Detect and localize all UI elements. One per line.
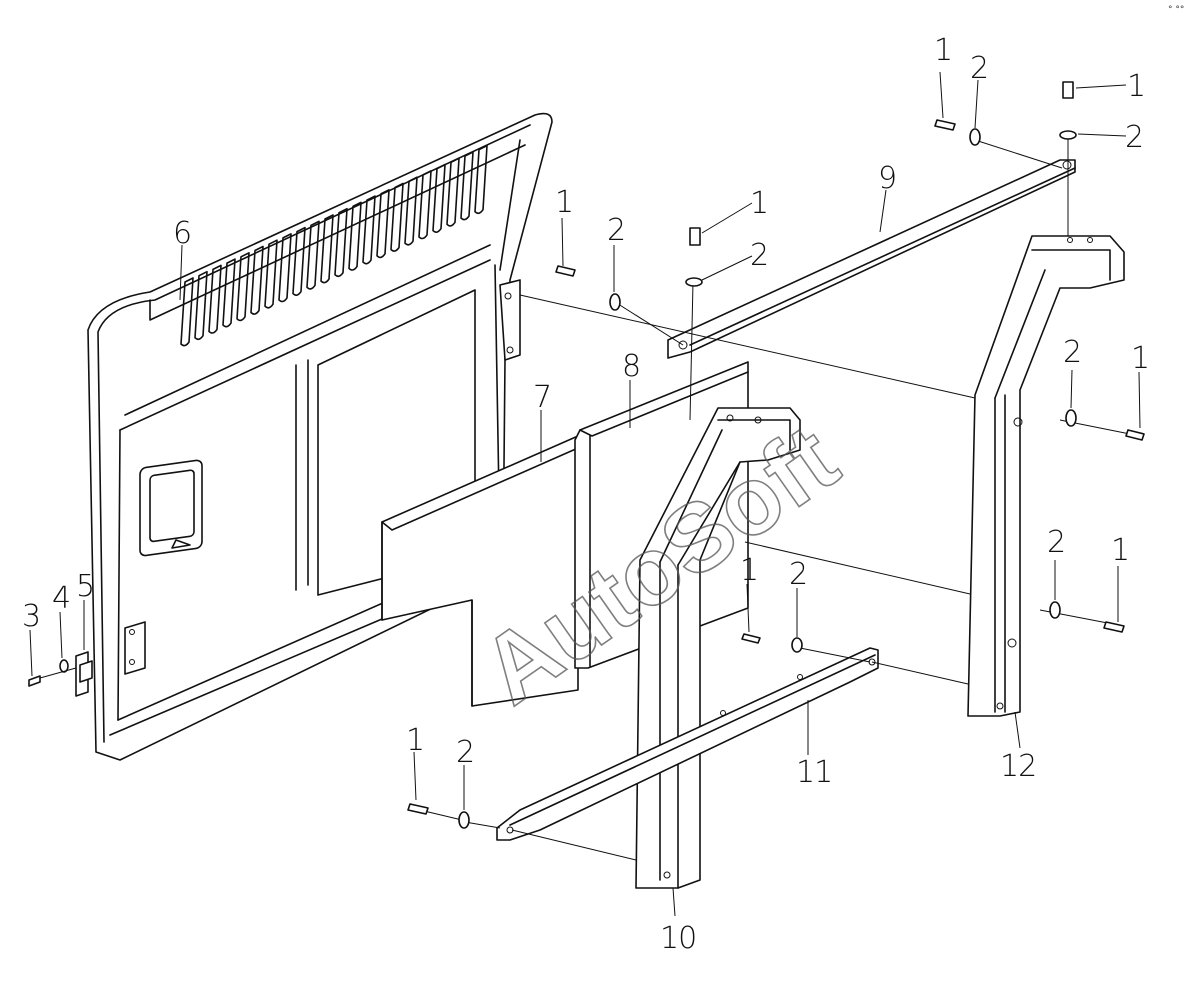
callout-7: 7 — [533, 380, 551, 415]
washer-2 — [1059, 130, 1077, 140]
bolt-1 — [407, 803, 429, 815]
louver-slot — [278, 233, 292, 303]
callout-1: 1 — [406, 723, 424, 758]
callout-2: 2 — [1047, 525, 1065, 560]
callout-5: 5 — [76, 569, 94, 604]
bolt-1 — [555, 265, 576, 277]
part-10-left-post — [635, 407, 801, 889]
callout-11: 11 — [796, 755, 832, 790]
callout-2: 2 — [970, 51, 988, 86]
louver-slot — [474, 144, 488, 215]
bolt-1 — [1125, 429, 1145, 441]
callout-1: 1 — [1131, 341, 1149, 376]
callout-2: 2 — [456, 735, 474, 770]
louver-slots — [180, 144, 488, 347]
washer-2 — [791, 637, 803, 653]
louver-slot — [390, 182, 404, 252]
callout-6: 6 — [173, 216, 191, 251]
callout-8: 8 — [622, 349, 640, 384]
callout-1: 1 — [1111, 533, 1129, 568]
washer-2 — [458, 811, 470, 829]
louver-slot — [236, 252, 250, 322]
part-3-screw — [28, 675, 41, 687]
louver-slot — [376, 189, 390, 259]
washer-2 — [685, 277, 703, 287]
callout-2: 2 — [789, 557, 807, 592]
bolt-1 — [689, 227, 701, 246]
louver-slot — [418, 170, 432, 240]
louver-slot — [194, 270, 208, 341]
callout-3: 3 — [22, 599, 40, 634]
washer-2 — [969, 128, 981, 146]
callout-leaders — [29, 71, 1141, 917]
louver-slot — [180, 277, 194, 347]
callout-1: 1 — [934, 33, 952, 68]
louver-slot — [404, 176, 418, 246]
louver-slot — [460, 151, 474, 221]
bolt-1 — [741, 633, 761, 644]
callout-12: 12 — [1000, 749, 1036, 784]
part-9-top-bar — [667, 159, 1076, 359]
callout-2: 2 — [607, 213, 625, 248]
louver-slot — [446, 157, 460, 227]
bolt-1 — [1103, 621, 1125, 633]
bolt-1 — [1062, 81, 1074, 99]
louver-slot — [432, 163, 446, 233]
louver-slot — [250, 245, 264, 315]
louver-slot — [320, 214, 334, 284]
callout-1: 1 — [740, 553, 758, 588]
part-4-washer — [59, 659, 69, 673]
part-12-right-post — [967, 235, 1125, 717]
callout-4: 4 — [52, 581, 70, 616]
corner-mark: ° °° — [1168, 5, 1184, 15]
louver-slot — [348, 201, 362, 271]
washer-2 — [609, 293, 621, 311]
washer-2 — [1049, 601, 1061, 619]
part-5-latch — [75, 651, 93, 697]
louver-slot — [306, 220, 320, 290]
fasteners — [407, 81, 1145, 829]
louver-slot — [208, 264, 222, 334]
callout-1: 1 — [750, 186, 768, 221]
callout-1: 1 — [555, 185, 573, 220]
louver-slot — [222, 258, 236, 328]
callout-10: 10 — [660, 921, 696, 956]
callout-2: 2 — [750, 238, 768, 273]
callout-labels: 1 2 1 2 9 6 1 2 1 2 7 8 2 1 2 1 1 2 3 4 … — [22, 33, 1150, 956]
bolt-1 — [934, 119, 956, 131]
callout-9: 9 — [878, 161, 896, 196]
callout-2: 2 — [1125, 120, 1143, 155]
washer-2 — [1065, 409, 1077, 427]
louver-slot — [334, 207, 348, 278]
part-11-lower-bar — [496, 647, 879, 841]
louver-slot — [362, 195, 376, 265]
louver-slot — [264, 239, 278, 309]
callout-2: 2 — [1063, 335, 1081, 370]
louver-slot — [292, 226, 306, 296]
callout-1: 1 — [1127, 69, 1145, 104]
